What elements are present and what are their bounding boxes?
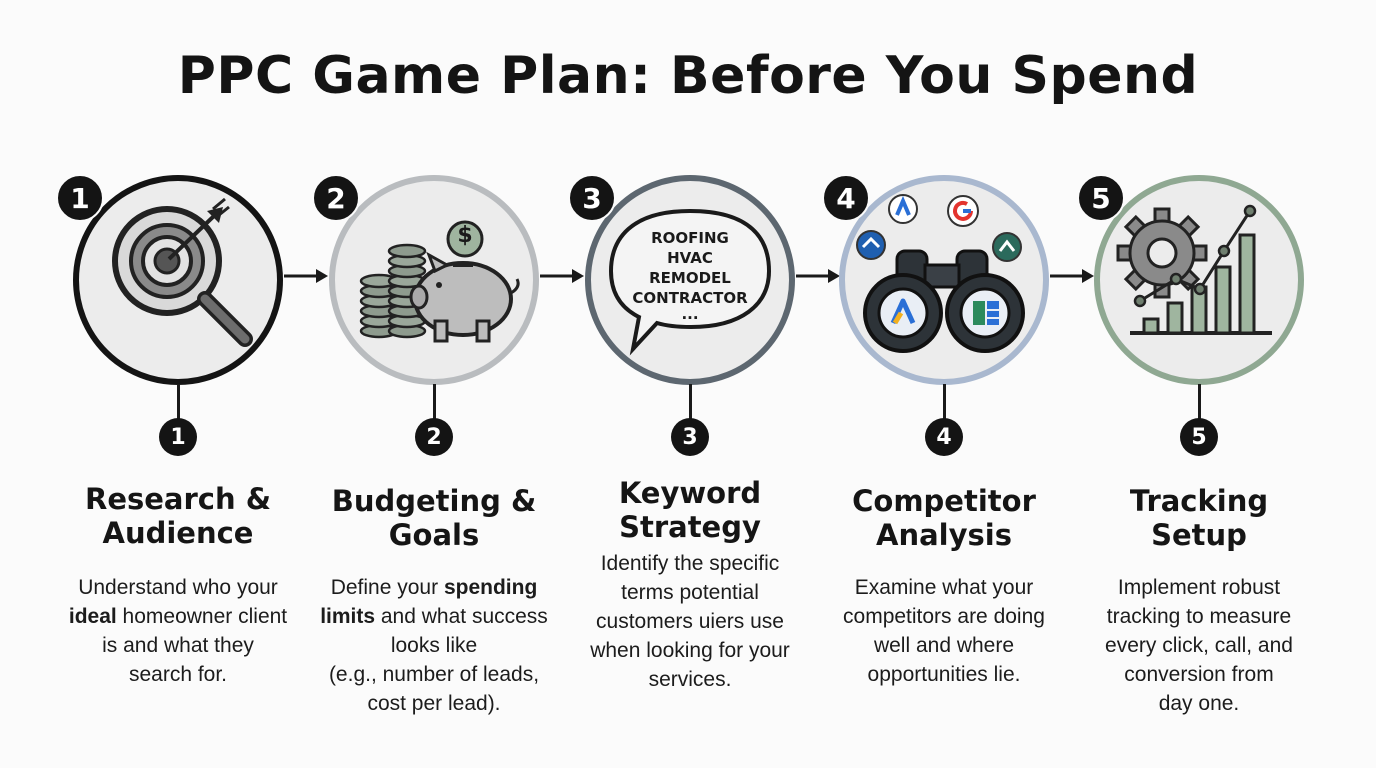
binoculars-icon <box>856 194 1025 353</box>
arrow-4-5-icon <box>1050 269 1094 283</box>
step-3-description: Identify the specific terms potential cu… <box>555 549 825 694</box>
keyword-2: HVAC <box>667 249 713 267</box>
step-1-label-line1: Research & <box>84 482 272 516</box>
desc-line: day one. <box>1158 692 1240 715</box>
keyword-3: REMODEL <box>649 269 731 287</box>
step-4-description: Examine what your competitors are doing … <box>809 573 1079 689</box>
target-magnifier-icon <box>112 197 253 347</box>
desc-line: Implement robust <box>1117 576 1281 599</box>
step-4: 4 4 Competitor Analysis Examine what you… <box>814 0 1074 768</box>
desc-line: cost per lead). <box>367 692 501 715</box>
gear-bar-chart-icon <box>1116 204 1272 335</box>
step-2-description: Define your spending limits and what suc… <box>299 573 569 718</box>
desc-line: looks like <box>390 634 478 657</box>
step-2-label-line2: Goals <box>388 518 480 552</box>
step-3-number: 3 <box>671 418 709 456</box>
desc-line: well and where <box>873 634 1015 657</box>
desc-line: tracking to measure <box>1106 605 1292 628</box>
step-4-label: Competitor Analysis <box>814 484 1074 552</box>
desc-line: ideal homeowner client <box>68 605 288 628</box>
desc-line: opportunities lie. <box>867 663 1021 686</box>
page-title: PPC Game Plan: Before You Spend <box>177 46 1199 106</box>
step-2-label: Budgeting & Goals <box>304 484 564 552</box>
step-1-description: Understand who your ideal homeowner clie… <box>43 573 313 689</box>
desc-line: every click, call, and <box>1105 634 1293 657</box>
step-4-label-line2: Analysis <box>876 518 1012 552</box>
step-2-circle: $ <box>329 175 539 385</box>
step-3-circle: ROOFING HVAC REMODEL CONTRACTOR ... <box>585 175 795 385</box>
step-1-connector <box>177 384 180 420</box>
desc-line: competitors are doing <box>843 605 1045 628</box>
step-5-description: Implement robust tracking to measure eve… <box>1064 573 1334 718</box>
step-1-label: Research & Audience <box>48 482 308 550</box>
desc-line: when looking for your <box>590 639 790 662</box>
step-5-badge: 5 <box>1077 174 1125 222</box>
step-2-connector <box>433 384 436 420</box>
step-3-badge: 3 <box>568 174 616 222</box>
step-2-label-line1: Budgeting & <box>331 484 537 518</box>
step-2: $ 2 2 Budgeting & Goals Define your spen… <box>304 0 564 768</box>
step-5-label: Tracking Setup <box>1069 484 1329 552</box>
step-1-badge: 1 <box>56 174 104 222</box>
desc-line: services. <box>648 668 732 691</box>
dollar-sign: $ <box>457 223 473 248</box>
step-1: 1 1 Research & Audience Understand who y… <box>48 0 308 768</box>
step-2-badge: 2 <box>312 174 360 222</box>
desc-line: Define your spending <box>330 576 538 599</box>
desc-line: (e.g., number of leads, <box>328 663 540 686</box>
keyword-4: CONTRACTOR <box>632 289 748 307</box>
piggy-bank-coins-icon <box>359 220 520 343</box>
step-5-number: 5 <box>1180 418 1218 456</box>
step-5: 5 5 Tracking Setup Implement robust trac… <box>1069 0 1329 768</box>
keyword-5: ... <box>681 305 698 323</box>
step-2-number: 2 <box>415 418 453 456</box>
desc-line: is and what they <box>102 634 254 657</box>
step-5-label-line2: Setup <box>1151 518 1247 552</box>
desc-line: limits and what success <box>320 605 548 628</box>
step-5-label-line1: Tracking <box>1129 484 1269 518</box>
step-3-label: Keyword Strategy <box>560 476 820 544</box>
arrow-3-4-icon <box>796 269 840 283</box>
arrow-1-2-icon <box>284 269 328 283</box>
step-4-connector <box>943 384 946 420</box>
desc-line: conversion from <box>1124 663 1274 686</box>
step-5-circle <box>1094 175 1304 385</box>
speech-bubble-icon: ROOFING HVAC REMODEL CONTRACTOR ... <box>608 208 772 356</box>
desc-line: customers uiers use <box>596 610 784 633</box>
step-4-circle <box>839 175 1049 385</box>
step-3-label-line2: Strategy <box>619 510 761 544</box>
step-4-badge: 4 <box>822 174 870 222</box>
desc-line: Understand who your <box>78 576 278 599</box>
keyword-1: ROOFING <box>651 229 729 247</box>
step-1-circle <box>73 175 283 385</box>
desc-line: Identify the specific <box>600 552 780 575</box>
step-4-label-line1: Competitor <box>852 484 1036 518</box>
step-3-label-line1: Keyword <box>618 476 762 510</box>
step-1-number: 1 <box>159 418 197 456</box>
desc-line: Examine what your <box>854 576 1034 599</box>
arrow-2-3-icon <box>540 269 584 283</box>
desc-line: terms potential <box>621 581 759 604</box>
step-1-label-line2: Audience <box>102 516 254 550</box>
step-5-connector <box>1198 384 1201 420</box>
desc-line: search for. <box>128 663 228 686</box>
step-3-connector <box>689 384 692 420</box>
step-4-number: 4 <box>925 418 963 456</box>
step-3: ROOFING HVAC REMODEL CONTRACTOR ... 3 3 … <box>560 0 820 768</box>
